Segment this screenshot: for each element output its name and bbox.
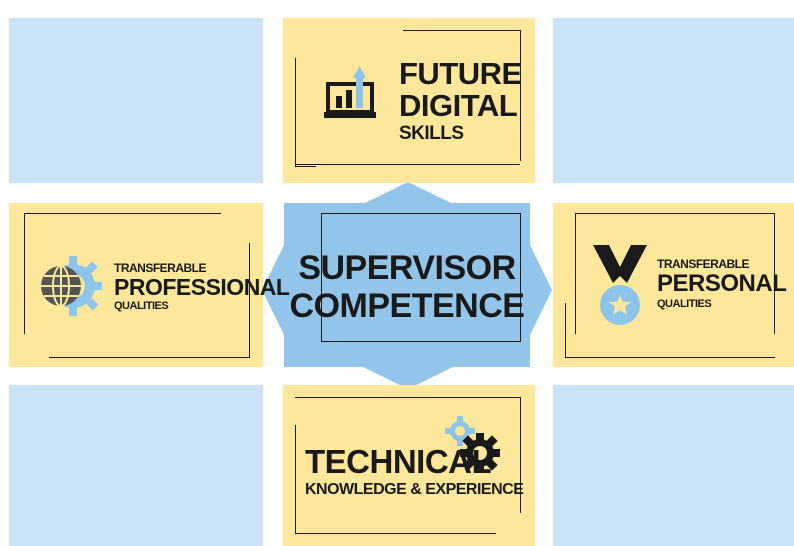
bottom-line1: TECHNICAL: [305, 443, 492, 480]
tile-transferable-professional: TRANSFERABLE PROFESSIONAL QUALITIES: [9, 203, 290, 367]
right-line1: TRANSFERABLE: [657, 257, 750, 271]
top-line2: DIGITAL: [399, 88, 518, 123]
top-frame-c: [403, 30, 521, 161]
left-frame-b: [49, 243, 250, 358]
bottom-line2: KNOWLEDGE & EXPERIENCE: [305, 481, 524, 498]
center-title-line2: COMPETENCE: [289, 287, 525, 325]
arrow-down: [363, 367, 453, 389]
arrow-left: [262, 245, 284, 335]
center-tile: SUPERVISOR COMPETENCE: [284, 203, 530, 367]
top-frame-b: [295, 164, 520, 165]
right-line3: QUALITIES: [657, 298, 712, 310]
tile-bottom-left: [9, 385, 263, 546]
tile-future-digital-skills: FUTURE DIGITAL SKILLS: [283, 18, 535, 183]
top-line1: FUTURE: [399, 56, 522, 91]
bottom-frame-a: [295, 397, 521, 513]
gears-icon: [445, 416, 500, 473]
tile-transferable-personal: TRANSFERABLE PERSONAL QUALITIES: [553, 203, 794, 367]
tile-top-left: [9, 18, 263, 183]
center-frame: [321, 213, 521, 342]
arrow-right: [530, 245, 552, 335]
tile-top-right: [553, 18, 794, 183]
medal-icon: [593, 245, 647, 325]
left-line3: QUALITIES: [114, 300, 169, 312]
globe-gear-icon: [41, 256, 102, 316]
top-frame-a: [295, 58, 316, 167]
left-line1: TRANSFERABLE: [114, 261, 207, 275]
center-frame-right: [321, 213, 521, 342]
right-frame-c: [565, 303, 566, 357]
right-frame-a: [575, 213, 775, 334]
right-frame-b: [565, 243, 775, 358]
left-frame-a: [24, 213, 221, 334]
bottom-frame-b: [295, 425, 496, 534]
left-line2: PROFESSIONAL: [114, 274, 290, 300]
laptop-chart-icon: [324, 66, 376, 118]
top-line3: SKILLS: [399, 123, 464, 144]
tile-bottom-right: [553, 385, 794, 546]
tile-technical-knowledge: TECHNICAL KNOWLEDGE & EXPERIENCE: [283, 385, 535, 546]
right-line2: PERSONAL: [657, 270, 787, 297]
center-title-line1: SUPERVISOR: [298, 249, 516, 287]
arrow-up: [363, 182, 453, 204]
